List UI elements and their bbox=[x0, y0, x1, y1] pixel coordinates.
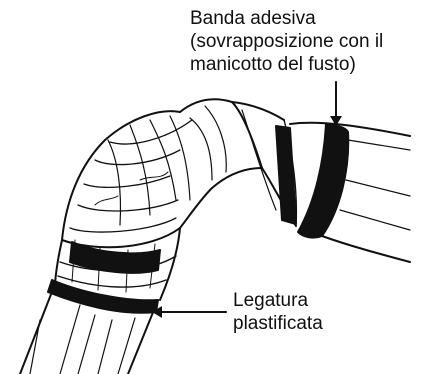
adhesive-band-label-line1: Banda adesiva bbox=[190, 8, 316, 29]
elbow-body bbox=[61, 98, 263, 241]
upper-bands bbox=[275, 123, 350, 239]
plastic-tie-label: Legatura plastificata bbox=[233, 289, 323, 335]
adhesive-band-label-line3: manicotto del fusto) bbox=[190, 54, 356, 75]
adhesive-band-label-line2: (sovrapposizione con il bbox=[190, 31, 384, 52]
plastic-tie-label-line2: plastificata bbox=[233, 313, 323, 334]
adhesive-band-label: Banda adesiva (sovrapposizione con il ma… bbox=[190, 7, 383, 76]
cuff-band bbox=[69, 241, 161, 274]
upper-pipe bbox=[289, 121, 411, 263]
plastic-tie-label-line1: Legatura bbox=[233, 290, 309, 311]
plastic-tie-band bbox=[47, 279, 159, 314]
leader-lines bbox=[152, 81, 342, 318]
